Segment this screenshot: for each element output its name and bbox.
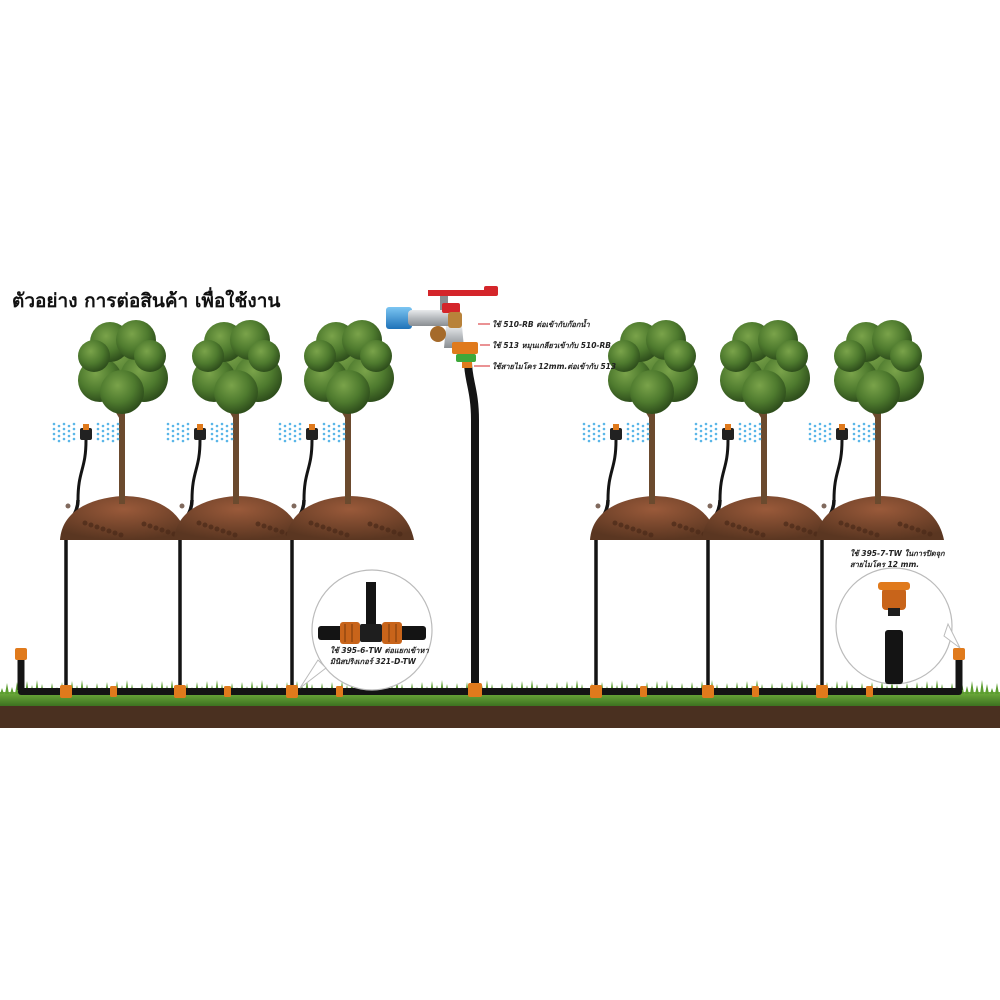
adapter-510-rb-icon <box>448 312 462 328</box>
end-cap-zoom-callout <box>835 567 961 685</box>
center-tee-icon <box>468 683 482 697</box>
sprinkler-icon <box>166 422 234 443</box>
tree-icon <box>52 320 188 690</box>
line-tee-icon <box>174 685 186 698</box>
callout-tee-line1: ใช้ 395-6-TW ต่อแยกเข้าหา <box>330 646 429 655</box>
tee-fitting-icon <box>340 622 360 644</box>
sprinkler-icon <box>808 422 876 443</box>
tee-fittings <box>60 685 873 698</box>
diagram-title: ตัวอย่าง การต่อสินค้า เพื่อใช้งาน <box>12 290 281 312</box>
faucet-icon <box>386 286 498 368</box>
line-tee-icon <box>702 685 714 698</box>
tree-icon <box>808 320 944 690</box>
coupling-icon <box>866 686 873 697</box>
feed-hose <box>464 361 482 697</box>
coupling-icon <box>640 686 647 697</box>
tee-zoom-callout <box>299 569 433 691</box>
line-tee-icon <box>590 685 602 698</box>
callout-quick-connector: ใช้ 513 หมุนเกลียวเข้ากับ 510-RB <box>492 341 612 350</box>
sprinkler-icon <box>582 422 650 443</box>
callout-faucet-adapter: ใช้ 510-RB ต่อเข้ากับก๊อกน้ำ <box>492 320 590 329</box>
end-cap-left-icon <box>15 648 27 660</box>
end-cap-icon <box>882 588 906 610</box>
line-tee-icon <box>286 685 298 698</box>
tree-icon <box>694 320 830 690</box>
tree-icon <box>166 320 302 690</box>
trees <box>52 320 944 690</box>
callout-endcap-line2: สายไมโคร 12 mm. <box>850 560 920 569</box>
tree-icon <box>278 320 414 690</box>
sprinkler-icon <box>52 422 120 443</box>
callout-tee-line2: มินิสปริงเกอร์ 321-D-TW <box>330 657 416 666</box>
ground <box>0 680 1000 728</box>
end-cap-right-icon <box>953 648 965 660</box>
main-line <box>15 648 965 695</box>
line-tee-icon <box>60 685 72 698</box>
callout-endcap-line1: ใช้ 395-7-TW ในการปิดจุก <box>850 549 945 558</box>
coupling-icon <box>224 686 231 697</box>
line-tee-icon <box>816 685 828 698</box>
coupling-icon <box>336 686 343 697</box>
connector-513-icon <box>452 342 478 354</box>
sprinkler-icon <box>694 422 762 443</box>
sprinkler-icon <box>278 422 346 443</box>
coupling-icon <box>752 686 759 697</box>
callout-hose-connect: ใช้สายไมโคร 12mm.ต่อเข้ากับ 513 <box>492 362 617 371</box>
tree-icon <box>582 320 718 690</box>
coupling-icon <box>110 686 117 697</box>
